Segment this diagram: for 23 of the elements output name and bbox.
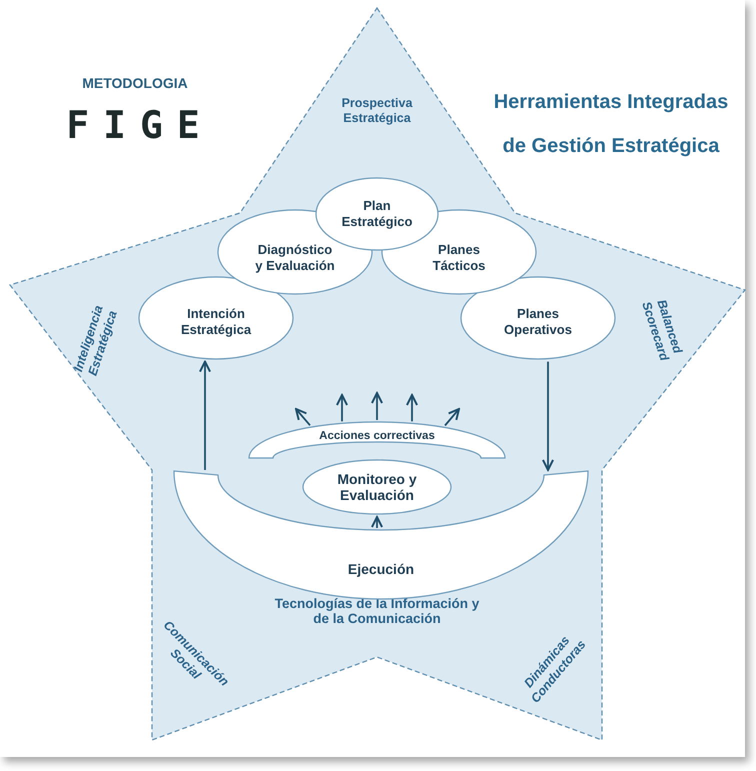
node-label: Acciones correctivas <box>318 429 436 444</box>
subtitle: METODOLOGIA <box>81 75 189 91</box>
arrow <box>370 392 384 420</box>
ellipse-node <box>302 459 452 515</box>
arrow <box>198 360 212 470</box>
arrow <box>542 362 554 471</box>
acronym: FIGE <box>65 103 215 147</box>
arrow <box>406 394 418 422</box>
node-label: Intención Estratégica <box>180 306 252 338</box>
node-label: Planes Tácticos <box>432 242 486 274</box>
node-label: Ejecución <box>346 561 416 577</box>
ellipse-node <box>138 276 294 360</box>
arrow <box>336 394 348 422</box>
node-label: Diagnóstico y Evaluación <box>254 242 336 274</box>
title: Herramientas Integradas de Gestión Estratégica <box>492 90 730 159</box>
node-label: Monitoreo y Evaluación <box>337 471 417 503</box>
arrow <box>370 516 384 528</box>
ellipse-node <box>460 276 616 360</box>
arrow <box>295 408 311 426</box>
point-label: Prospectiva Estratégica <box>340 96 414 126</box>
node-label: Plan Estratégico <box>340 198 414 230</box>
arrow <box>444 408 460 426</box>
node-label: Planes Operativos <box>503 306 573 338</box>
